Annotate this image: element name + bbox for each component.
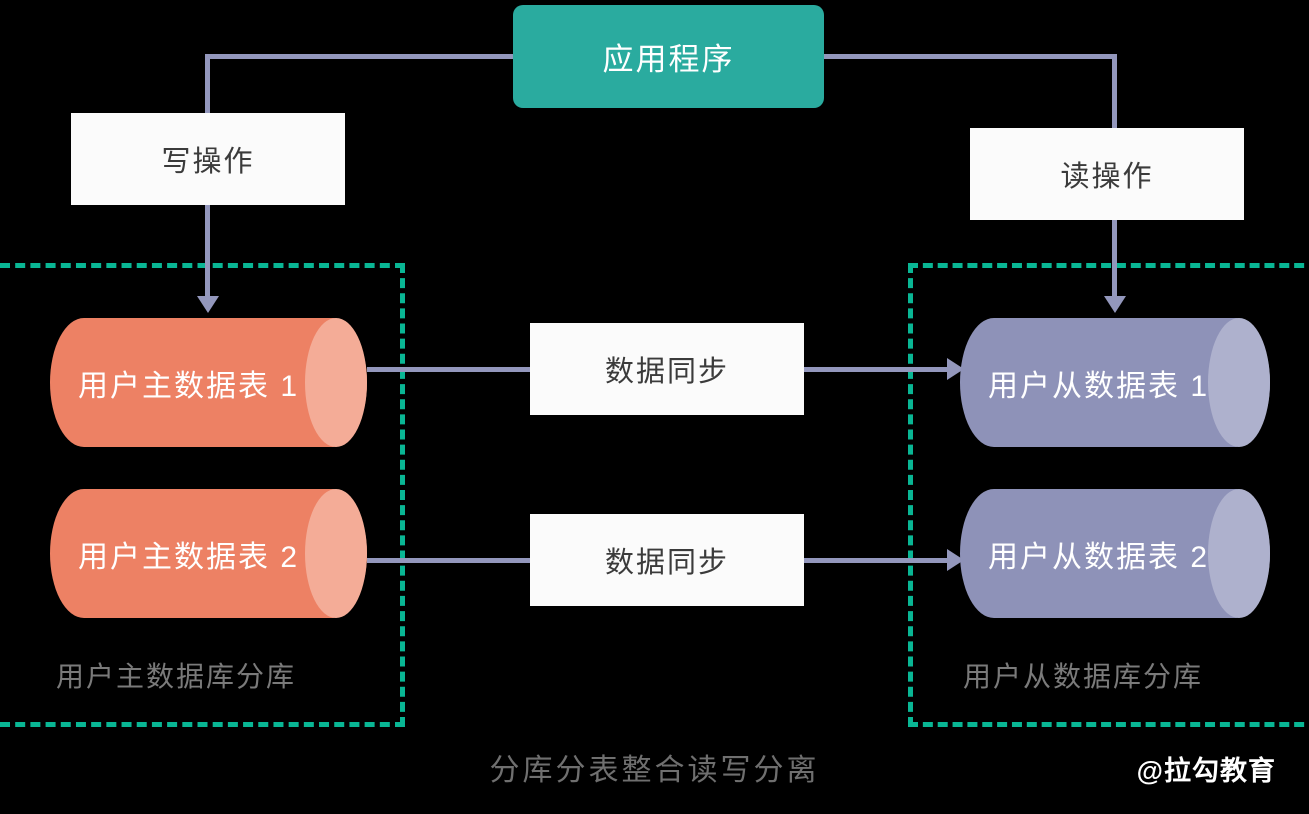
master-table-node-1[interactable]: 用户主数据表 1 [50,318,367,447]
diagram-title: 分库分表整合读写分离 [489,754,820,787]
write-operation-label: 写操作 [161,146,255,178]
cylinder-cap-icon [305,318,367,447]
write-path-arrowhead [197,296,219,313]
cylinder-cap-icon [1208,489,1270,618]
watermark-label: @拉勾教育 [1136,756,1276,786]
master-table-label-1: 用户主数据表 1 [78,369,300,403]
master-table-label-2: 用户主数据表 2 [78,540,300,574]
cylinder-cap-icon [1208,318,1270,447]
sync-label-2: 数据同步 [604,547,729,579]
sync-arrowhead-1 [947,358,964,380]
application-label: 应用程序 [602,42,735,77]
read-operation-label: 读操作 [1060,161,1154,193]
slave-table-label-1: 用户从数据表 1 [988,369,1210,403]
slave-table-node-1[interactable]: 用户从数据表 1 [960,318,1270,447]
cylinder-cap-icon [305,489,367,618]
read-path-arrowhead [1104,296,1126,313]
application-node[interactable]: 应用程序 [513,5,824,108]
sync-label-box-2: 数据同步 [530,514,804,606]
write-operation-label-box: 写操作 [71,113,345,205]
slave-table-label-2: 用户从数据表 2 [988,540,1210,574]
master-table-node-2[interactable]: 用户主数据表 2 [50,489,367,618]
sync-label-box-1: 数据同步 [530,323,804,415]
master-group-caption: 用户主数据库分库 [56,661,297,692]
slave-shard-group-frame [908,263,1309,727]
sync-arrowhead-2 [947,549,964,571]
slave-table-node-2[interactable]: 用户从数据表 2 [960,489,1270,618]
master-shard-group-frame [0,263,405,727]
sync-label-1: 数据同步 [604,356,729,388]
read-operation-label-box: 读操作 [970,128,1244,220]
slave-group-caption: 用户从数据库分库 [963,661,1204,692]
